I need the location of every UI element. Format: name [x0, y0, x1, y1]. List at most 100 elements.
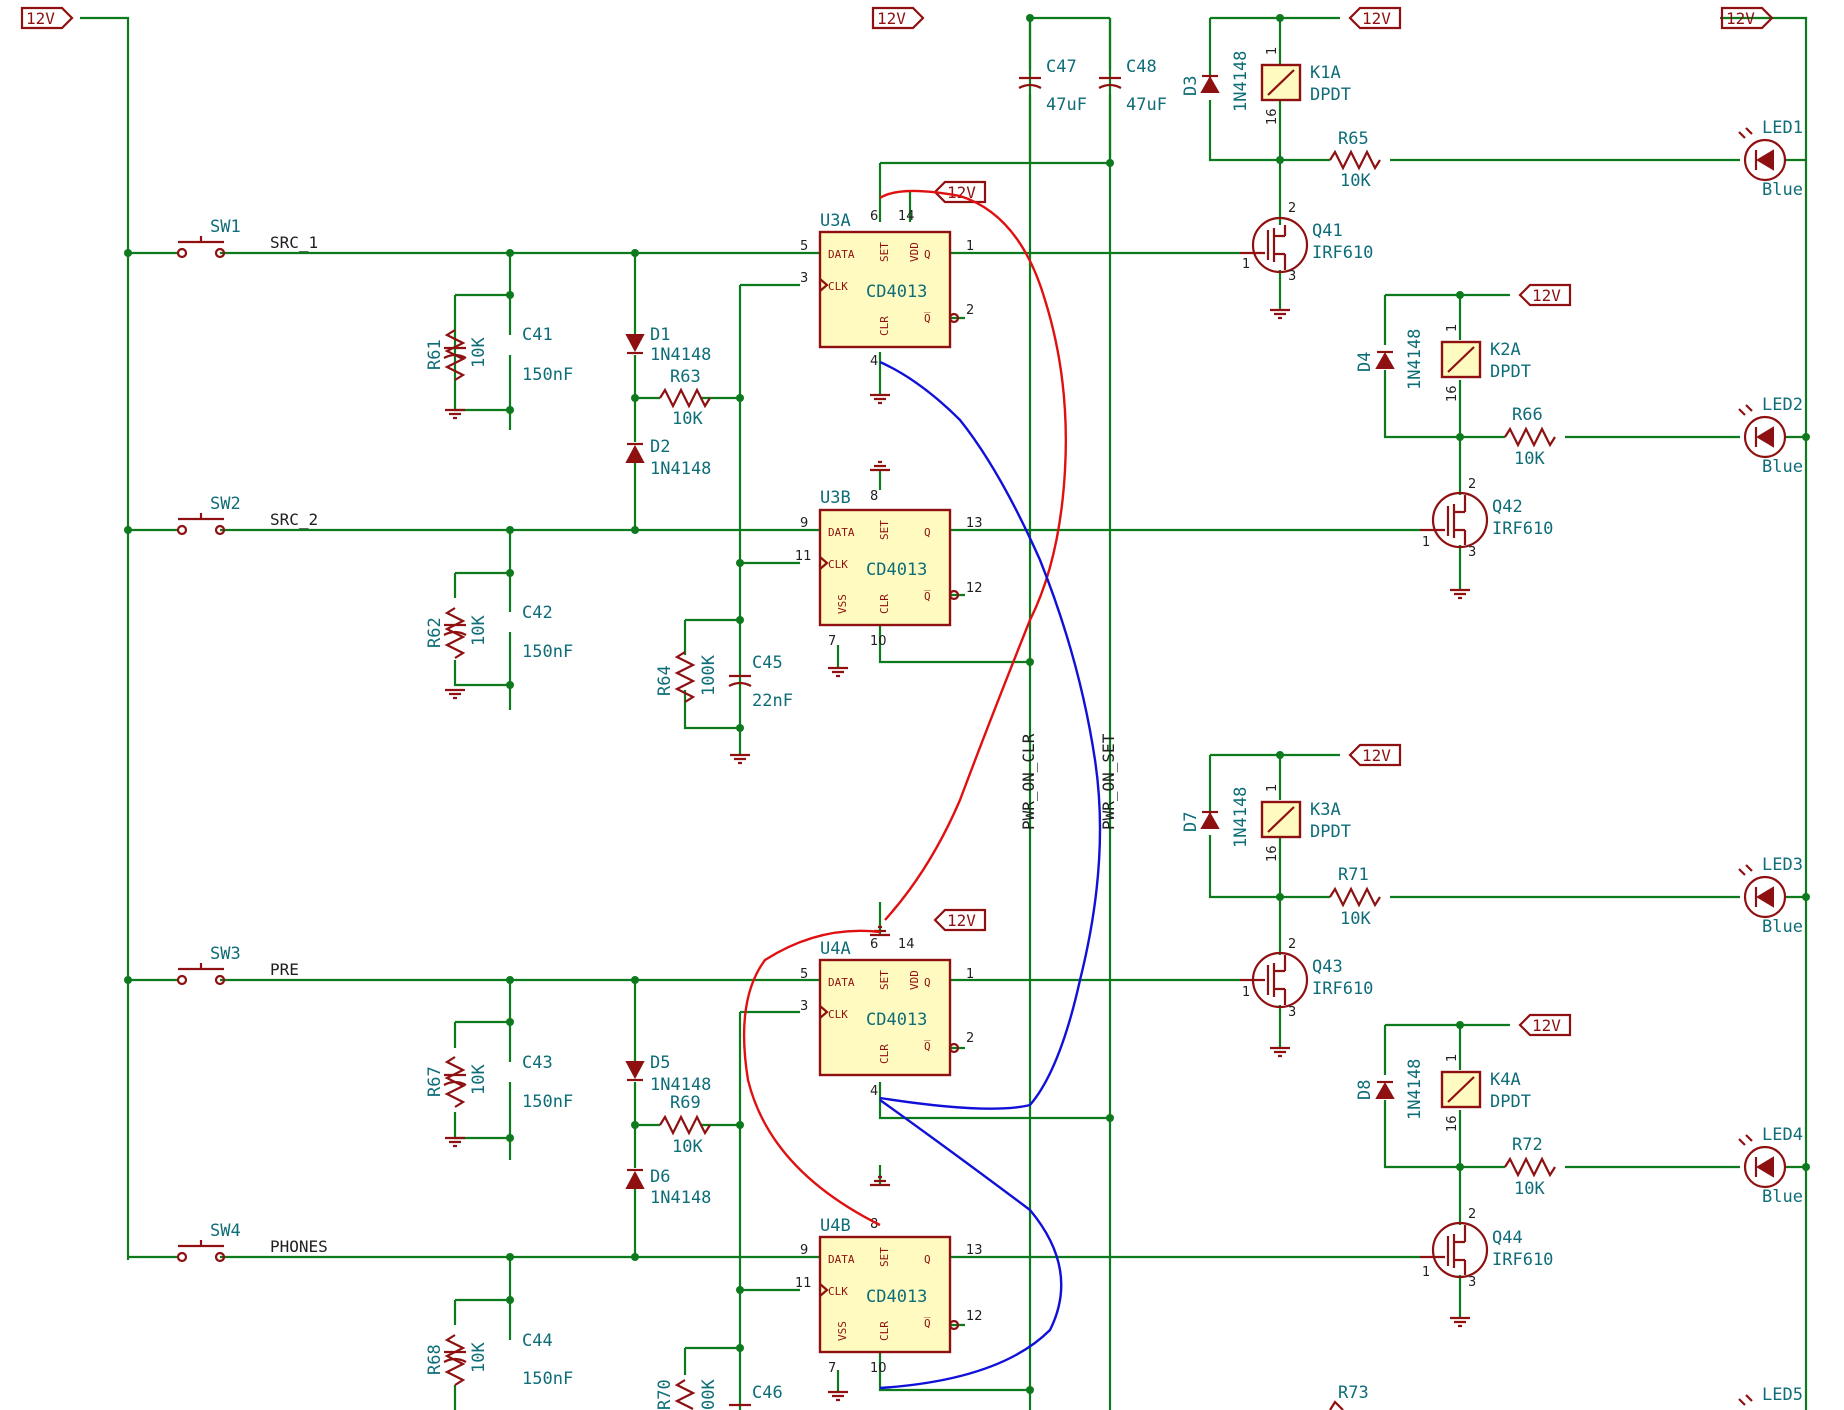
resistor-r63: R63 10K	[659, 367, 711, 429]
svg-text:3: 3	[1468, 1275, 1476, 1290]
svg-text:12V: 12V	[947, 183, 976, 202]
svg-text:7: 7	[828, 634, 836, 649]
svg-text:Q42: Q42	[1492, 497, 1523, 517]
power-flag-12v: 12V	[1518, 283, 1572, 307]
svg-text:D4: D4	[1355, 352, 1375, 372]
svg-text:SET: SET	[878, 970, 891, 990]
resistors: R61 10K R62 10K R67 10K R68 10K R64 100K…	[425, 129, 1556, 1410]
relays: K1A DPDT 1 16 K2A DPDT 1 16 K3A DPDT 1 1…	[1260, 47, 1531, 1132]
resistor-r66: R66 10K	[1504, 405, 1556, 469]
svg-text:DATA: DATA	[828, 248, 855, 261]
diode-d4: D4 1N4148	[1355, 329, 1425, 390]
svg-text:DATA: DATA	[828, 976, 855, 989]
svg-text:1N4148: 1N4148	[650, 459, 711, 479]
svg-text:SW2: SW2	[210, 494, 241, 514]
svg-text:6: 6	[870, 937, 878, 952]
svg-text:10K: 10K	[469, 1064, 489, 1095]
svg-text:Q̅: Q̅	[924, 1317, 931, 1330]
svg-text:LED3: LED3	[1762, 855, 1803, 875]
diode-d8: D8 1N4148	[1355, 1059, 1425, 1120]
svg-text:Blue: Blue	[1762, 917, 1803, 937]
svg-text:SW3: SW3	[210, 944, 241, 964]
diode-d2: D2 1N4148	[625, 437, 711, 479]
svg-text:R71: R71	[1338, 865, 1369, 885]
svg-text:DATA: DATA	[828, 1253, 855, 1266]
power-flag-12v: 12V	[1720, 6, 1774, 30]
switch-sw2: SW2 SRC_2	[176, 494, 318, 536]
power-flag-12v: 12V	[20, 6, 74, 30]
wires	[80, 16, 1808, 1410]
svg-text:Blue: Blue	[1762, 180, 1803, 200]
svg-text:R62: R62	[425, 617, 445, 648]
net-labels: PWR_ON_CLR PWR_ON_SET	[1019, 733, 1118, 830]
svg-text:11: 11	[795, 1276, 812, 1291]
svg-text:LED5: LED5	[1762, 1385, 1803, 1405]
svg-text:C41: C41	[522, 325, 553, 345]
svg-text:3: 3	[800, 999, 808, 1014]
svg-text:12: 12	[966, 581, 983, 596]
svg-text:R70: R70	[655, 1379, 675, 1410]
svg-text:LED1: LED1	[1762, 118, 1803, 138]
svg-text:1: 1	[1242, 257, 1250, 272]
svg-text:1N4148: 1N4148	[1231, 51, 1251, 112]
svg-text:10K: 10K	[672, 1137, 703, 1157]
ic-u4b: U4B CD4013 DATA CLK Q Q̅ SET VSS CLR 8 9…	[795, 1216, 983, 1376]
svg-text:2: 2	[1468, 477, 1476, 492]
svg-text:SRC_1: SRC_1	[270, 233, 318, 252]
svg-text:8: 8	[870, 489, 878, 504]
resistor-r68: R68 10K	[425, 1334, 489, 1386]
svg-text:R72: R72	[1512, 1135, 1543, 1155]
capacitor-c43: C43 150nF	[443, 1053, 573, 1112]
svg-text:Q̅: Q̅	[924, 1040, 931, 1053]
svg-text:10K: 10K	[469, 337, 489, 368]
svg-text:1: 1	[1265, 47, 1280, 55]
svg-text:16: 16	[1265, 845, 1280, 862]
svg-text:Q: Q	[924, 526, 931, 539]
svg-text:12V: 12V	[1532, 286, 1561, 305]
svg-text:47uF: 47uF	[1126, 95, 1167, 115]
resistor-r71: R71 10K	[1329, 865, 1381, 929]
svg-text:IRF610: IRF610	[1312, 243, 1373, 263]
svg-text:R69: R69	[670, 1093, 701, 1113]
switches: SW1 SRC_1 SW2 SRC_2 SW3 PRE SW4 PHONES	[176, 217, 328, 1263]
svg-text:PHONES: PHONES	[270, 1237, 328, 1256]
power-flag-12v: 12V	[1348, 6, 1402, 30]
svg-text:Q̅: Q̅	[924, 312, 931, 325]
svg-text:IRF610: IRF610	[1492, 1250, 1553, 1270]
svg-text:CLK: CLK	[828, 558, 848, 571]
svg-text:CLK: CLK	[828, 280, 848, 293]
svg-text:150nF: 150nF	[522, 365, 573, 385]
svg-text:12V: 12V	[947, 911, 976, 930]
svg-text:1: 1	[1445, 324, 1460, 332]
svg-text:DPDT: DPDT	[1490, 362, 1531, 382]
svg-text:1N4148: 1N4148	[650, 345, 711, 365]
svg-text:SRC_2: SRC_2	[270, 510, 318, 529]
svg-text:SET: SET	[878, 1247, 891, 1267]
svg-text:U3B: U3B	[820, 488, 851, 508]
svg-text:2: 2	[1288, 201, 1296, 216]
junctions	[124, 14, 1810, 1394]
svg-text:1N4148: 1N4148	[650, 1188, 711, 1208]
svg-text:PRE: PRE	[270, 960, 299, 979]
svg-text:3: 3	[1468, 545, 1476, 560]
diode-d1: D1 1N4148	[625, 325, 711, 365]
svg-text:VSS: VSS	[836, 594, 849, 614]
svg-text:12V: 12V	[1532, 1016, 1561, 1035]
svg-text:R67: R67	[425, 1066, 445, 1097]
svg-text:2: 2	[966, 303, 974, 318]
svg-text:10K: 10K	[672, 409, 703, 429]
resistor-r73: R73	[1329, 1383, 1369, 1410]
svg-text:U4B: U4B	[820, 1216, 851, 1236]
svg-text:10K: 10K	[1514, 449, 1545, 469]
mosfet-q44: Q44 IRF610 2 1 3	[1420, 1207, 1553, 1290]
svg-text:12V: 12V	[1362, 746, 1391, 765]
svg-text:K2A: K2A	[1490, 340, 1521, 360]
svg-text:U4A: U4A	[820, 939, 851, 959]
svg-text:CLK: CLK	[828, 1285, 848, 1298]
svg-text:1: 1	[966, 239, 974, 254]
resistor-r70: R70 00K	[655, 1379, 719, 1410]
svg-text:CD4013: CD4013	[866, 1287, 927, 1307]
led-led2: LED2 Blue	[1738, 395, 1803, 477]
svg-text:IRF610: IRF610	[1492, 519, 1553, 539]
svg-text:150nF: 150nF	[522, 1092, 573, 1112]
